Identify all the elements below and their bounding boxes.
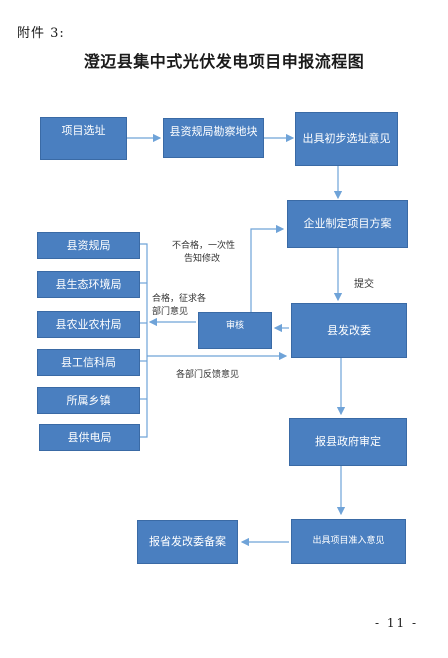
- department-power-supply-box: 县供电局: [39, 424, 140, 451]
- submit-label: 提交: [354, 279, 374, 290]
- department-ecology-box: 县生态环境局: [37, 271, 140, 298]
- preliminary-site-opinion-box: 出具初步选址意见: [295, 112, 398, 166]
- department-bracket: [140, 243, 148, 438]
- department-industry-box: 县工信科局: [37, 349, 140, 376]
- admission-opinion-box: 出具项目准入意见: [291, 519, 406, 564]
- page-number: - 11 -: [374, 616, 418, 630]
- department-agriculture-box: 县农业农村局: [37, 311, 140, 338]
- land-survey-box: 县资规局勘察地块: [163, 118, 264, 158]
- provincial-filing-box: 报省发改委备案: [137, 520, 238, 564]
- unqualified-note: 不合格，一次性 告知修改: [172, 241, 236, 264]
- qualified-note: 合格，征求各 部门意见: [152, 294, 207, 317]
- appendix-label: 附件 3:: [17, 26, 65, 41]
- page-title: 澄迈县集中式光伏发电项目申报流程图: [83, 52, 365, 71]
- review-box: 审核: [198, 312, 272, 349]
- department-township-box: 所属乡镇: [37, 387, 140, 414]
- development-reform-commission-box: 县发改委: [291, 303, 407, 358]
- county-government-review-box: 报县政府审定: [289, 418, 407, 466]
- enterprise-plan-box: 企业制定项目方案: [287, 200, 408, 248]
- project-site-selection-box: 项目选址: [40, 117, 127, 160]
- department-zigui-box: 县资规局: [37, 232, 140, 259]
- feedback-note: 各部门反馈意见: [176, 370, 240, 380]
- arrow-review-to-plan: [250, 224, 285, 312]
